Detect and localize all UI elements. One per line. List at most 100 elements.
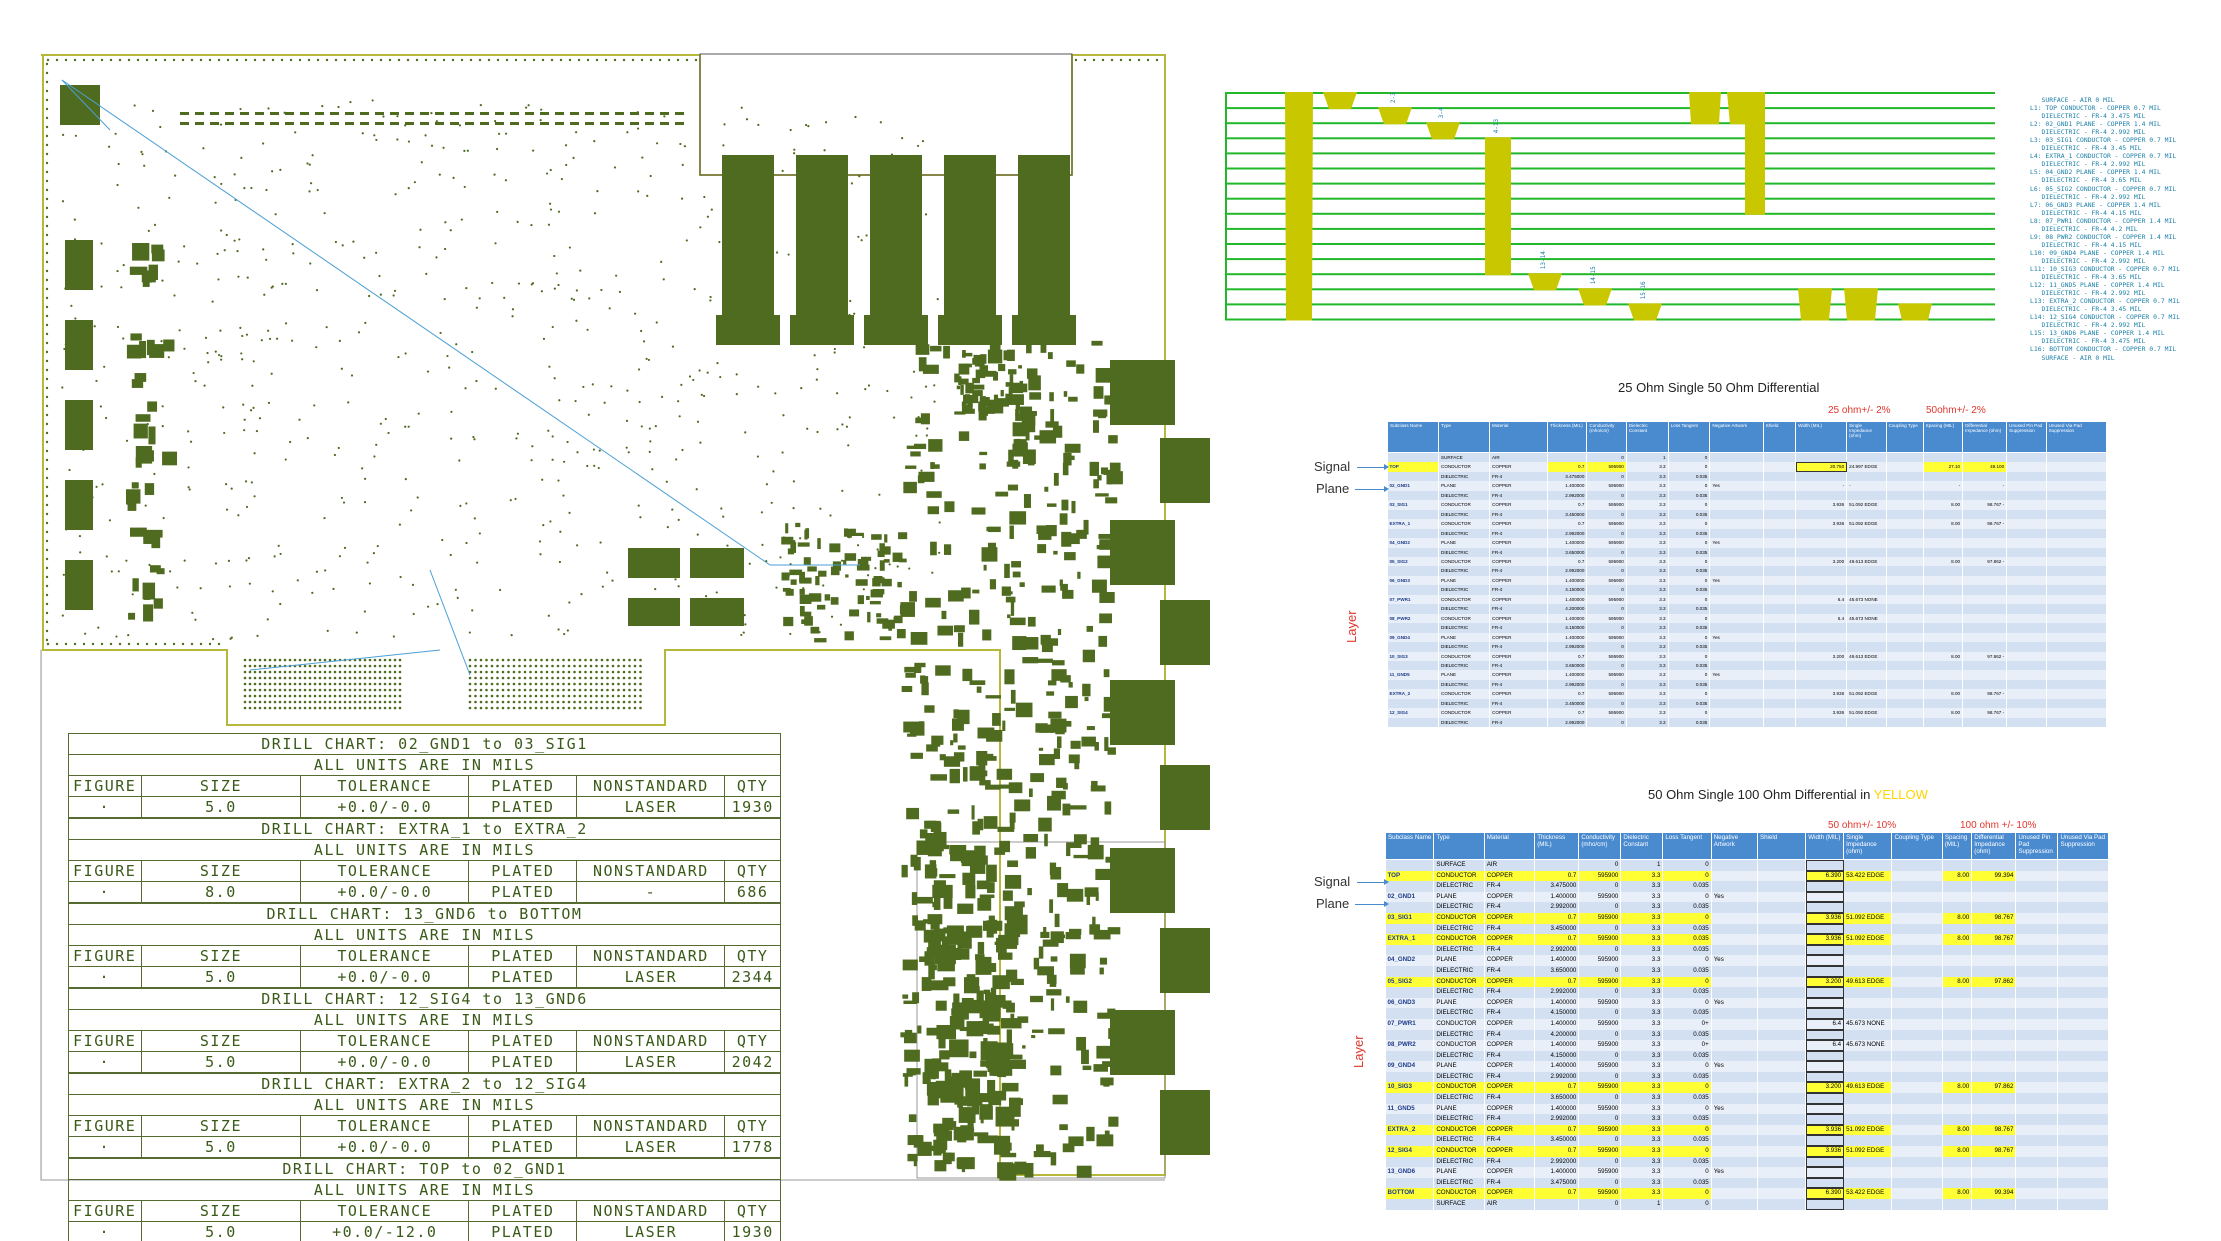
passive-component [964, 394, 971, 404]
via [174, 174, 177, 177]
via [188, 488, 191, 491]
connector-pin [313, 706, 317, 710]
table-header-cell: Unused Pin Pad Suppression [2006, 421, 2047, 453]
via [625, 446, 628, 449]
table-cell: 0 [1586, 528, 1627, 539]
table-cell [1534, 1199, 1580, 1210]
drill-header-size: SIZE [142, 1116, 302, 1136]
connector-pin [268, 664, 272, 668]
via [496, 147, 499, 151]
table-cell: CONDUCTOR [1438, 556, 1491, 567]
table-cell [1709, 509, 1764, 520]
airwire [249, 649, 441, 671]
connector-pin [468, 700, 472, 704]
table-cell [2015, 1188, 2059, 1199]
passive-component [931, 1062, 949, 1072]
table-cell: 0 [1662, 1146, 1712, 1157]
via [262, 248, 265, 251]
via [731, 602, 734, 605]
table-header-cell: Subclass Name [1384, 832, 1435, 860]
table-cell [1891, 944, 1943, 956]
via [920, 469, 923, 472]
stackup-layer-label: L14: 12_SIG4 CONDUCTOR - COPPER 0.7 MIL [2030, 313, 2181, 322]
table-cell: FR-4 [1484, 1093, 1536, 1104]
via [933, 400, 936, 403]
connector-pin [243, 706, 247, 710]
via [61, 200, 65, 203]
connector-pin [313, 658, 317, 662]
table-cell [1886, 717, 1924, 728]
via [787, 574, 790, 577]
passive-component [957, 745, 966, 750]
table-cell: 8.00 [1923, 708, 1964, 718]
table-cell [2015, 912, 2059, 924]
drill-value-qty: 1930 [731, 1223, 774, 1241]
table-cell [1886, 708, 1924, 718]
table-cell [2046, 556, 2108, 567]
via [246, 276, 249, 279]
table-cell: 1.400000 [1534, 1103, 1580, 1115]
table-cell: 08_PWR2 [1385, 1040, 1435, 1051]
table-cell [1942, 891, 1973, 903]
table-cell: DIELECTRIC [1433, 1156, 1485, 1168]
table-cell [1763, 632, 1797, 643]
component-pad [540, 122, 549, 125]
connector-pin [507, 664, 510, 668]
table-cell: 8.00 [1923, 689, 1964, 699]
via [782, 536, 785, 539]
passive-component [1086, 893, 1091, 905]
passive-component [1000, 1119, 1020, 1127]
table-cell [1387, 623, 1440, 633]
via [610, 385, 613, 388]
connector-pin [578, 688, 582, 692]
connector-pin [551, 658, 554, 662]
via [127, 634, 130, 637]
table-cell [1385, 1071, 1435, 1083]
via [875, 601, 879, 605]
via [268, 337, 272, 340]
connector-pin [298, 694, 302, 698]
via [742, 631, 745, 634]
border-via [45, 521, 49, 525]
border-via [45, 269, 49, 273]
passive-component [128, 612, 136, 620]
passive-component [1057, 883, 1069, 898]
border-via [541, 58, 545, 62]
table-cell [1971, 1135, 2017, 1147]
table-cell: FR-4 [1489, 471, 1548, 482]
table-cell [1805, 902, 1845, 913]
passive-component [1042, 939, 1059, 947]
connector-pin [268, 682, 272, 686]
connector-pin [518, 658, 521, 662]
connector-pin [518, 664, 521, 668]
passive-component [880, 577, 885, 584]
connector-footprint [716, 315, 780, 345]
via [525, 106, 528, 109]
drill-header-qty: QTY [736, 947, 769, 965]
passive-component [1015, 438, 1021, 452]
passive-component [867, 611, 871, 623]
connector-pin [600, 658, 604, 662]
drill-value-tolerance: +0.0/-0.0 [301, 1052, 470, 1072]
table-cell: 595900 [1586, 651, 1627, 661]
table-cell [1891, 965, 1943, 977]
table-cell [2006, 575, 2047, 586]
via [243, 186, 246, 190]
table-cell: COPPER [1484, 891, 1536, 903]
passive-component [1012, 636, 1027, 651]
table-cell [1387, 490, 1440, 501]
passive-component [1011, 382, 1024, 394]
table-header-cell: Negative Artwork [1710, 832, 1758, 860]
table-cell [1805, 1050, 1845, 1062]
via [241, 334, 244, 338]
table-cell: 07_PWR1 [1385, 1018, 1435, 1030]
passive-component [907, 1135, 922, 1146]
passive-component [1108, 1116, 1119, 1127]
connector-pin [474, 676, 477, 680]
passive-component [1100, 467, 1109, 475]
passive-component [1004, 707, 1016, 711]
connector-pin [248, 658, 252, 662]
